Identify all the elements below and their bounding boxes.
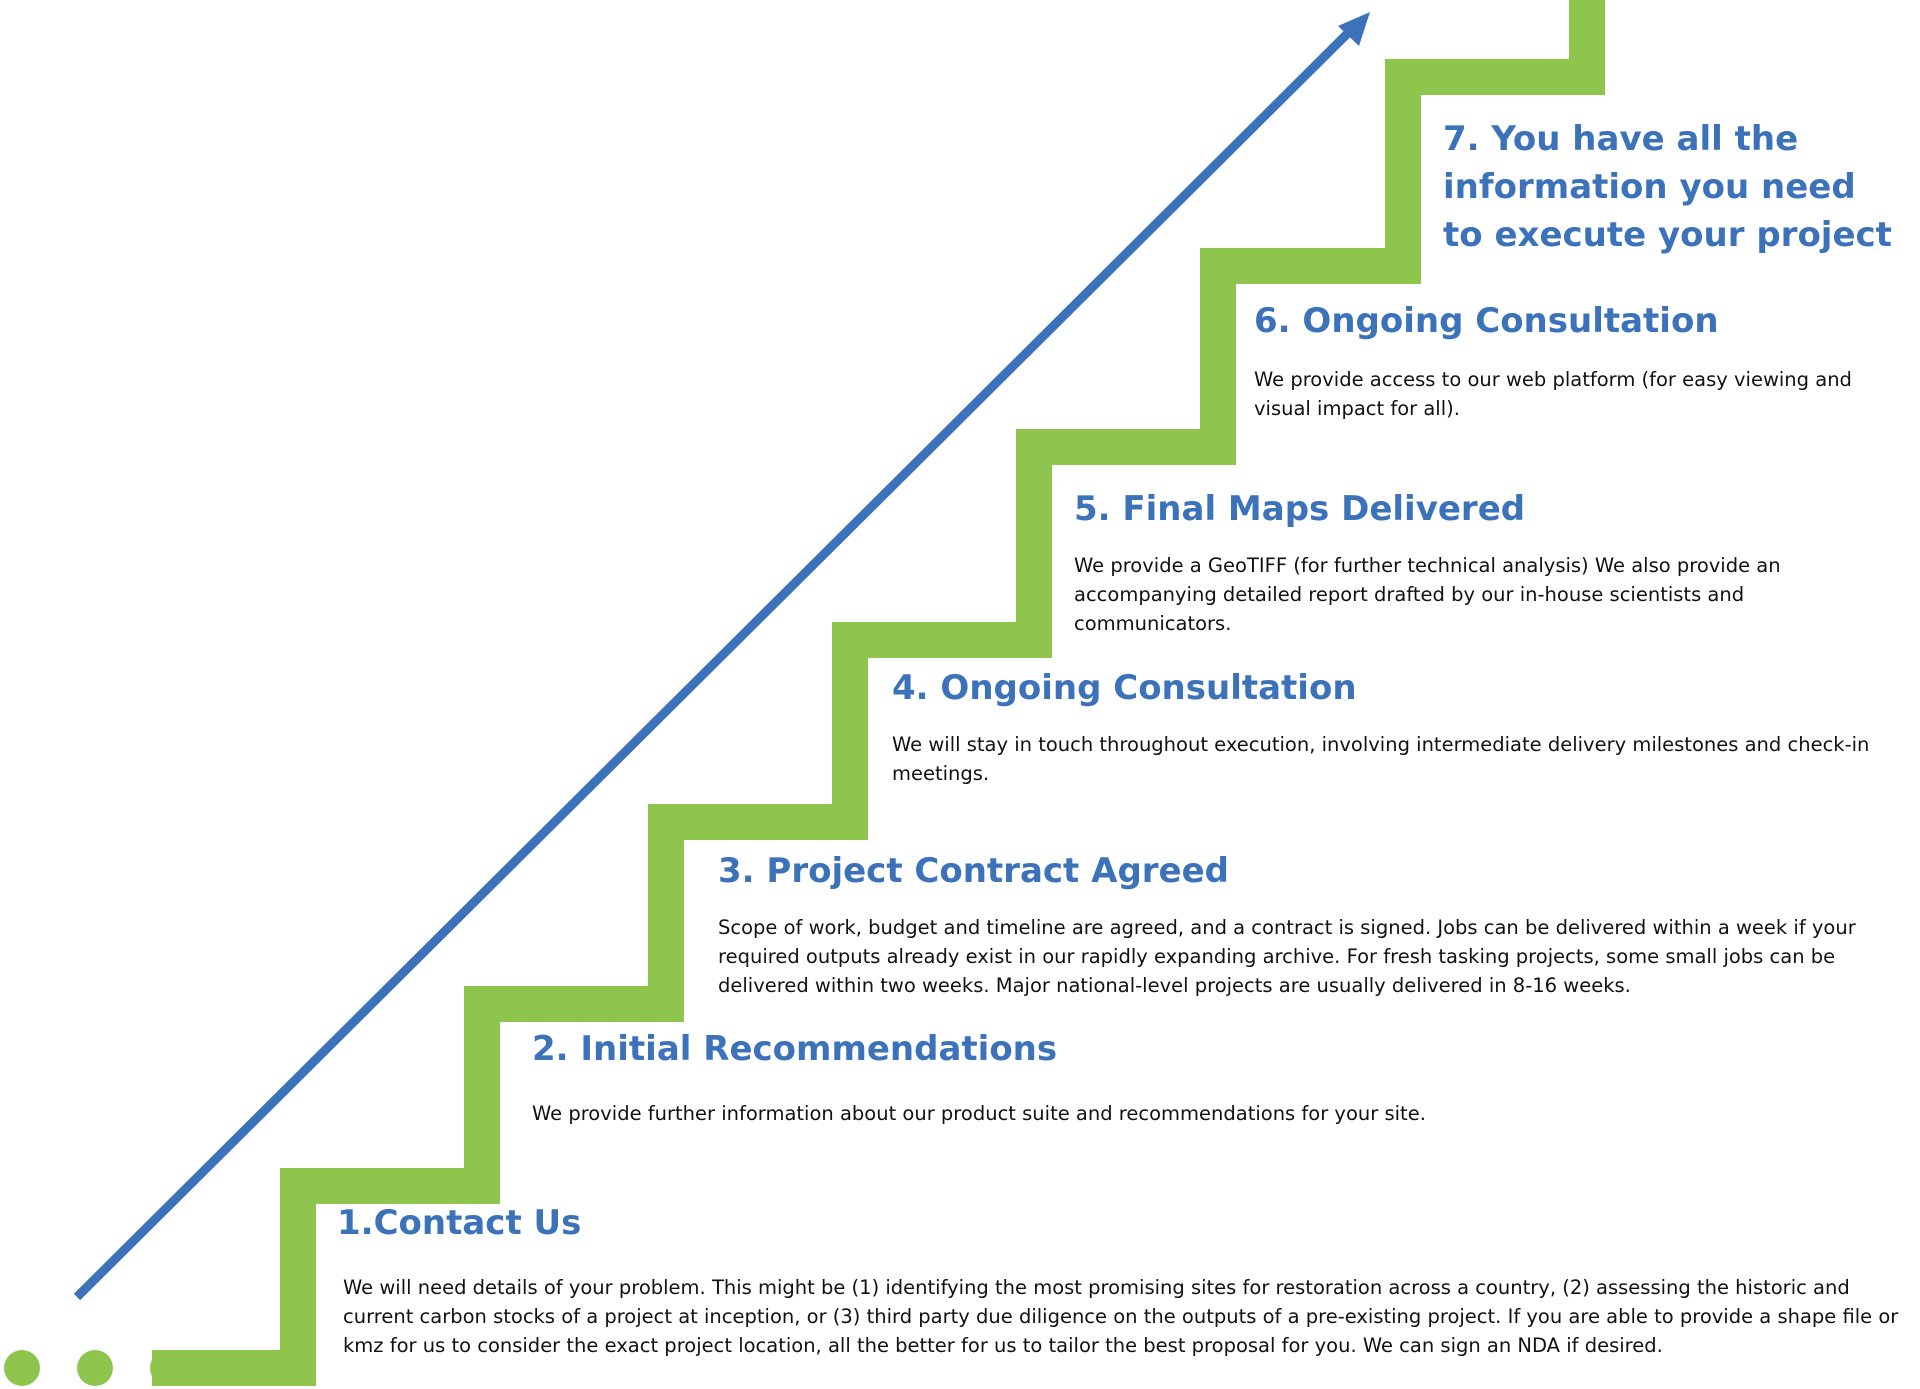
step-5: 5. Final Maps Delivered We provide a Geo… (1074, 486, 1904, 638)
step-description: Scope of work, budget and timeline are a… (718, 916, 1856, 997)
step-title: 3. Project Contract Agreed (718, 851, 1230, 891)
step-title: 7. You have all the information you need… (1443, 119, 1892, 255)
step-description: We will need details of your problem. Th… (343, 1276, 1899, 1357)
stair-dot (77, 1350, 113, 1386)
arrow-shaft (73, 29, 1352, 1301)
step-title: 2. Initial Recommendations (532, 1029, 1058, 1069)
step-2: 2. Initial Recommendations We provide fu… (532, 1026, 1892, 1128)
stair-line (152, 0, 1605, 1386)
step-description: We will stay in touch throughout executi… (892, 733, 1870, 785)
progress-arrow (73, 12, 1370, 1301)
step-3: 3. Project Contract Agreed Scope of work… (718, 848, 1918, 1000)
step-4: 4. Ongoing Consultation We will stay in … (892, 665, 1912, 788)
step-title: 6. Ongoing Consultation (1254, 301, 1719, 341)
step-1: 1.Contact Us We will need details of you… (337, 1200, 1907, 1360)
step-title: 4. Ongoing Consultation (892, 668, 1357, 708)
step-description: We provide a GeoTIFF (for further techni… (1074, 554, 1781, 635)
stair-path (4, 0, 1605, 1386)
step-title: 5. Final Maps Delivered (1074, 489, 1526, 529)
step-description: We provide access to our web platform (f… (1254, 368, 1852, 420)
stair-dot (150, 1350, 186, 1386)
step-title: 1.Contact Us (337, 1203, 582, 1243)
stair-dot (4, 1350, 40, 1386)
arrow-head (1338, 12, 1370, 46)
step-description: We provide further information about our… (532, 1102, 1426, 1125)
step-7: 7. You have all the information you need… (1443, 115, 1903, 259)
step-6: 6. Ongoing Consultation We provide acces… (1254, 298, 1904, 423)
